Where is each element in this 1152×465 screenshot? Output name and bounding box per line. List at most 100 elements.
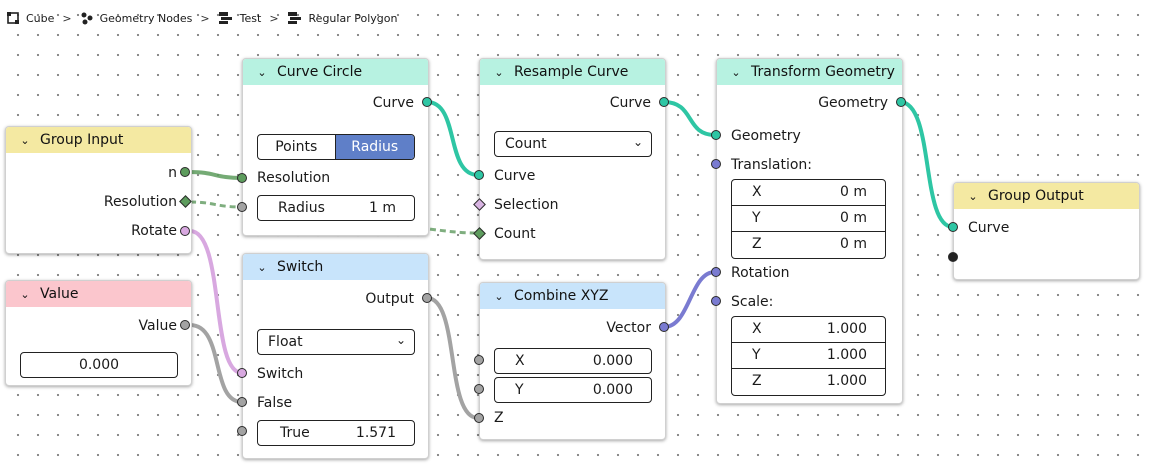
input-socket-x[interactable]: [474, 355, 484, 365]
output-socket-n[interactable]: [180, 167, 190, 177]
input-socket-switch[interactable]: [237, 368, 247, 378]
collapse-chevron-icon[interactable]: ⌄: [731, 65, 741, 79]
translation-x[interactable]: X 0 m: [732, 180, 885, 206]
node-transform-geometry[interactable]: ⌄ Transform Geometry Geometry Geometry T…: [716, 58, 903, 404]
output-socket-geometry[interactable]: [896, 97, 906, 107]
output-socket-value[interactable]: [180, 320, 190, 330]
socket-label-resolution: Resolution: [103, 194, 177, 210]
radius-field[interactable]: Radius 1 m: [257, 195, 415, 221]
x-field[interactable]: X 0.000: [494, 348, 652, 374]
node-combine-xyz[interactable]: ⌄ Combine XYZ Vector X 0.000 Y 0.000 Z: [479, 282, 666, 440]
node-switch[interactable]: ⌄ Switch Output Float ⌄ Switch False Tru…: [242, 253, 429, 459]
mode-dropdown-value: Count: [505, 136, 547, 152]
node-group-output[interactable]: ⌄ Group Output Curve: [953, 182, 1140, 280]
type-dropdown[interactable]: Float ⌄: [257, 329, 415, 355]
true-value-field[interactable]: True 1.571: [257, 420, 415, 446]
translation-vector[interactable]: X 0 m Y 0 m Z 0 m: [731, 179, 886, 259]
collapse-chevron-icon[interactable]: ⌄: [257, 260, 267, 274]
input-socket-scale[interactable]: [711, 296, 721, 306]
node-curve-circle[interactable]: ⌄ Curve Circle Curve Points Radius Resol…: [242, 58, 429, 236]
translation-y[interactable]: Y 0 m: [732, 206, 885, 232]
output-socket-curve[interactable]: [422, 97, 432, 107]
axis-value: 0 m: [840, 210, 867, 226]
input-socket-curve[interactable]: [474, 170, 484, 180]
chevron-down-icon: ⌄: [395, 333, 406, 347]
scale-vector[interactable]: X 1.000 Y 1.000 Z 1.000: [731, 316, 886, 396]
node-tree-icon: [218, 12, 232, 24]
node-value[interactable]: ⌄ Value Value 0.000: [5, 280, 192, 386]
scale-x[interactable]: X 1.000: [732, 317, 885, 343]
y-value: 0.000: [592, 382, 633, 398]
translation-z[interactable]: Z 0 m: [732, 232, 885, 258]
mode-option-radius[interactable]: Radius: [335, 135, 414, 159]
collapse-chevron-icon[interactable]: ⌄: [968, 189, 978, 203]
node-resample-curve[interactable]: ⌄ Resample Curve Curve Count ⌄ Curve Sel…: [479, 58, 666, 260]
axis-label: Z: [752, 373, 762, 389]
output-socket-curve[interactable]: [659, 97, 669, 107]
collapse-chevron-icon[interactable]: ⌄: [20, 133, 30, 147]
mode-dropdown[interactable]: Count ⌄: [494, 131, 652, 157]
breadcrumb-label: Regular Polygon: [308, 11, 398, 25]
input-socket-z[interactable]: [474, 413, 484, 423]
socket-label-geometry: Geometry: [731, 128, 801, 144]
output-socket-vector[interactable]: [659, 322, 669, 332]
input-socket-translation[interactable]: [711, 159, 721, 169]
node-title: Combine XYZ: [514, 288, 609, 304]
breadcrumb-item-modifier[interactable]: Geometry Nodes: [80, 11, 192, 25]
input-socket-empty[interactable]: [948, 252, 958, 262]
socket-label-selection: Selection: [494, 197, 559, 213]
node-header[interactable]: ⌄ Resample Curve: [480, 59, 665, 85]
output-socket-output[interactable]: [422, 293, 432, 303]
collapse-chevron-icon[interactable]: ⌄: [257, 65, 267, 79]
input-socket-true[interactable]: [237, 426, 247, 436]
link-switch-to-z: [426, 296, 479, 420]
breadcrumb-item-object[interactable]: Cube: [6, 11, 54, 25]
output-socket-rotate[interactable]: [180, 226, 190, 236]
axis-value: 1.000: [826, 373, 867, 389]
breadcrumb-item-tree[interactable]: Test: [218, 11, 261, 25]
link-resample-to-transform: [663, 100, 716, 137]
input-socket-y[interactable]: [474, 384, 484, 394]
socket-label-curve: Curve: [372, 95, 414, 111]
socket-label-switch: Switch: [257, 366, 304, 382]
node-title: Resample Curve: [514, 64, 629, 80]
scale-z[interactable]: Z 1.000: [732, 369, 885, 395]
node-header[interactable]: ⌄ Switch: [243, 254, 428, 280]
socket-label-translation: Translation:: [731, 157, 812, 173]
node-title: Group Output: [988, 188, 1084, 204]
input-socket-false[interactable]: [237, 397, 247, 407]
node-header[interactable]: ⌄ Group Input: [6, 127, 191, 153]
node-header[interactable]: ⌄ Curve Circle: [243, 59, 428, 85]
link-circle-to-resample: [426, 100, 479, 177]
axis-label: Y: [752, 347, 761, 363]
input-socket-resolution[interactable]: [237, 173, 247, 183]
input-socket-geometry[interactable]: [711, 130, 721, 140]
collapse-chevron-icon[interactable]: ⌄: [20, 287, 30, 301]
socket-label-n: n: [168, 165, 177, 181]
socket-label-false: False: [257, 395, 293, 411]
link-n-to-resolution: [189, 170, 243, 180]
input-socket-rotation[interactable]: [711, 267, 721, 277]
axis-value: 0 m: [840, 236, 867, 252]
node-header[interactable]: ⌄ Value: [6, 281, 191, 307]
node-title: Transform Geometry: [751, 64, 895, 80]
collapse-chevron-icon[interactable]: ⌄: [494, 65, 504, 79]
scale-y[interactable]: Y 1.000: [732, 343, 885, 369]
breadcrumb-item-group[interactable]: Regular Polygon: [287, 11, 398, 25]
y-field[interactable]: Y 0.000: [494, 377, 652, 403]
collapse-chevron-icon[interactable]: ⌄: [494, 289, 504, 303]
type-dropdown-value: Float: [268, 334, 303, 350]
value-field[interactable]: 0.000: [20, 352, 178, 378]
input-socket-radius[interactable]: [237, 202, 247, 212]
link-transform-to-output: [899, 100, 954, 229]
node-header[interactable]: ⌄ Group Output: [954, 183, 1139, 209]
mode-toggle[interactable]: Points Radius: [257, 134, 415, 160]
node-header[interactable]: ⌄ Transform Geometry: [717, 59, 902, 85]
node-header[interactable]: ⌄ Combine XYZ: [480, 283, 665, 309]
mesh-object-icon: [7, 12, 19, 24]
input-socket-curve[interactable]: [948, 222, 958, 232]
node-group-input[interactable]: ⌄ Group Input n Resolution Rotate: [5, 126, 192, 254]
mode-option-points[interactable]: Points: [258, 135, 336, 159]
value-field-text: 0.000: [78, 357, 120, 373]
